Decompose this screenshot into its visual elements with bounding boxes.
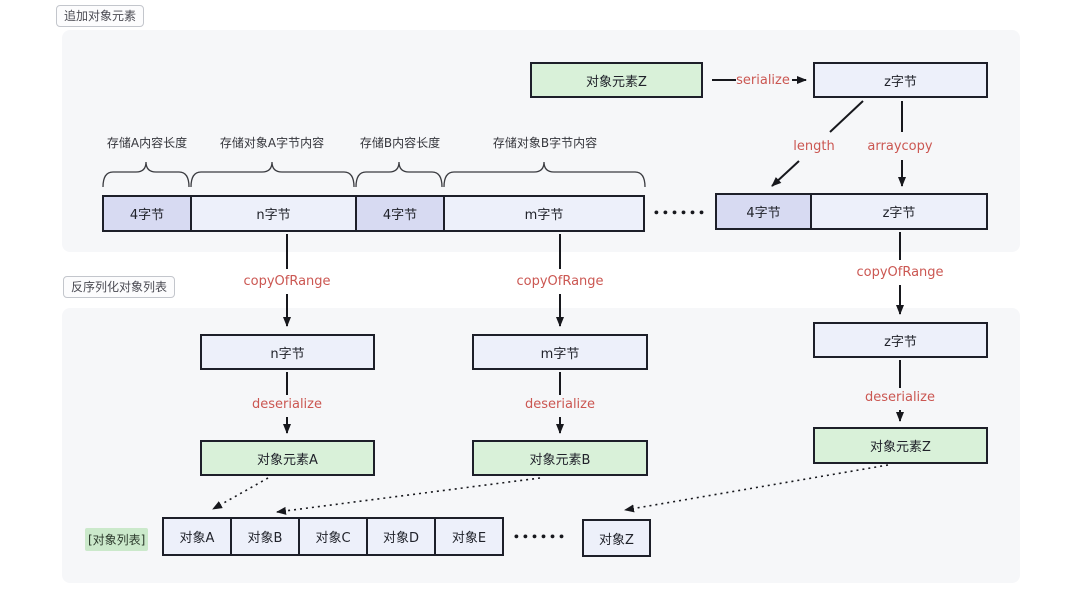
list-ellipsis: •••••• — [512, 530, 568, 544]
byte-cell-z-length: 4字节 — [715, 193, 812, 230]
list-item-d: 对象D — [366, 517, 436, 556]
arraycopy-label: arraycopy — [867, 139, 933, 154]
copyofrange-label-2: copyOfRange — [516, 274, 604, 289]
list-item-a: 对象A — [162, 517, 232, 556]
byte-cell-b-content: m字节 — [443, 195, 645, 232]
serialize-label: serialize — [736, 73, 790, 88]
list-item-c: 对象C — [298, 517, 368, 556]
append-section-tag: 追加对象元素 — [56, 5, 145, 28]
copyofrange-label-3: copyOfRange — [856, 265, 944, 280]
object-element-z-box: 对象元素Z — [530, 62, 703, 98]
deserialize-label-1: deserialize — [252, 397, 322, 412]
byte-cell-z-content: z字节 — [810, 193, 988, 230]
z-bytes-top-box: z字节 — [813, 62, 988, 98]
object-element-a-box: 对象元素A — [200, 440, 375, 476]
extracted-bytes-z-box: z字节 — [813, 322, 988, 358]
byte-row-ellipsis: •••••• — [652, 206, 708, 220]
segment-label-b-content: 存储对象B字节内容 — [492, 136, 598, 150]
list-item-b: 对象B — [230, 517, 300, 556]
extracted-bytes-m-box: m字节 — [472, 334, 648, 370]
byte-cell-a-length: 4字节 — [102, 195, 192, 232]
object-element-z-result-box: 对象元素Z — [813, 427, 988, 464]
segment-label-b-length: 存储B内容长度 — [359, 136, 441, 150]
extracted-bytes-n-box: n字节 — [200, 334, 375, 370]
copyofrange-label-1: copyOfRange — [243, 274, 331, 289]
object-list-tag: [对象列表] — [85, 528, 149, 551]
segment-label-a-length: 存储A内容长度 — [106, 136, 188, 150]
deserialize-label-3: deserialize — [865, 390, 935, 405]
deserialize-label-2: deserialize — [525, 397, 595, 412]
list-item-z: 对象Z — [582, 519, 651, 557]
byte-cell-a-content: n字节 — [190, 195, 357, 232]
byte-cell-b-length: 4字节 — [355, 195, 445, 232]
list-item-e: 对象E — [434, 517, 504, 556]
segment-label-a-content: 存储对象A字节内容 — [219, 136, 325, 150]
deserialize-section-tag: 反序列化对象列表 — [63, 276, 176, 299]
object-element-b-box: 对象元素B — [472, 440, 648, 476]
length-label: length — [793, 139, 835, 154]
